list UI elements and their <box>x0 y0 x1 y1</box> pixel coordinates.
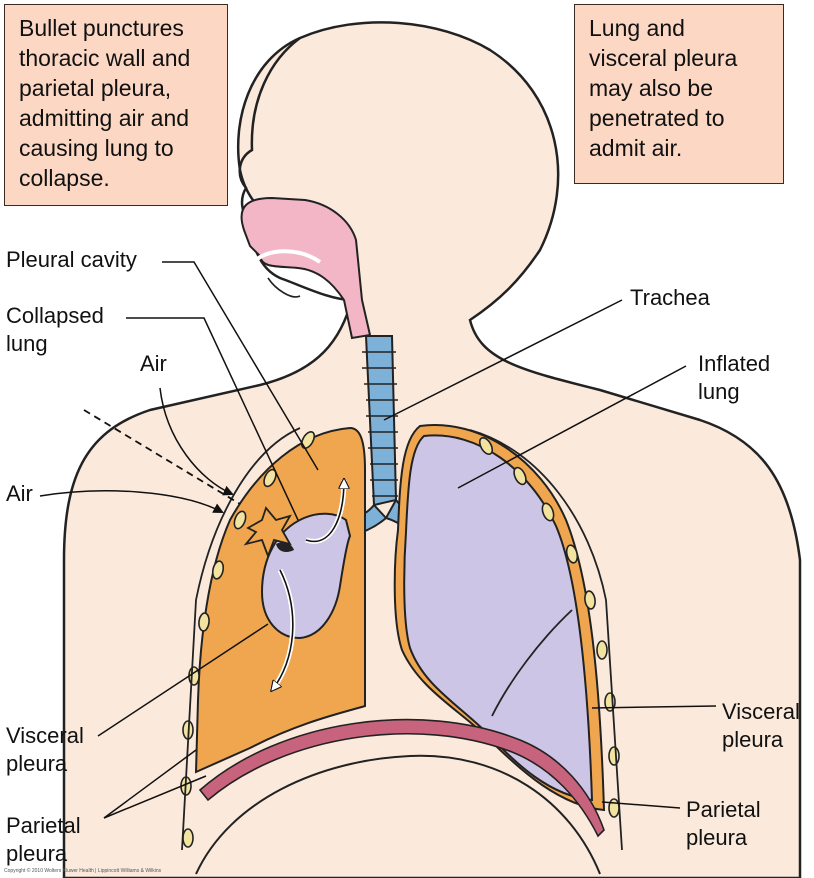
leader-collapsed-lung <box>126 317 299 521</box>
leader-lines <box>39 261 717 819</box>
callout-left-line-5: causing lung to <box>19 135 174 161</box>
leader-pleural-cavity <box>162 261 319 471</box>
leader-air-top <box>159 387 234 496</box>
palate-line <box>254 249 322 264</box>
leader-parietal-right <box>601 801 681 809</box>
callout-right-line-3: may also be <box>589 75 714 101</box>
label-parietal-pleura-right: Parietal pleura <box>686 797 761 850</box>
abdomen-line <box>195 754 601 875</box>
label-pleural-cavity: Pleural cavity <box>6 247 137 272</box>
leader-parietal-left-a <box>103 749 197 819</box>
callout-left-line-3: parietal pleura, <box>19 75 172 101</box>
leader-inflated-lung <box>457 365 687 489</box>
callout-right-line-4: penetrated to <box>589 105 725 131</box>
callout-left-line-4: admitting air and <box>19 105 190 131</box>
callout-left-line-6: collapse. <box>19 165 110 191</box>
diaphragm <box>198 718 605 838</box>
label-visceral-pleura-left: Visceral pleura <box>6 723 84 776</box>
leader-air-left <box>39 490 224 513</box>
air-arrow-up <box>305 480 344 543</box>
callout-right-line-5: admit air. <box>589 135 683 161</box>
face-profile <box>238 36 353 302</box>
label-trachea: Trachea <box>630 285 710 310</box>
label-collapsed-lung: Collapsed lung <box>6 303 104 356</box>
lung-fissure <box>491 609 573 717</box>
leader-visceral-left <box>97 623 269 737</box>
callout-left-line-1: Bullet punctures <box>19 15 184 41</box>
wound-opening <box>276 542 294 552</box>
leader-visceral-right <box>591 705 717 709</box>
bullet-wound <box>243 506 292 559</box>
label-parietal-pleura-left: Parietal pleura <box>6 813 81 866</box>
callout-right-line-2: visceral pleura <box>589 45 738 71</box>
label-inflated-lung: Inflated lung <box>698 351 771 404</box>
inflated-lung <box>403 434 594 802</box>
callout-lung-penetrated: Lung and visceral pleura may also be pen… <box>574 4 784 184</box>
bullet-path <box>83 409 241 505</box>
callout-bullet-punctures: Bullet punctures thoracic wall and parie… <box>4 4 228 206</box>
label-visceral-pleura-right: Visceral pleura <box>722 699 800 752</box>
callout-right-line-1: Lung and <box>589 15 685 41</box>
air-arrow-down <box>272 569 294 690</box>
copyright-credit: Copyright © 2010 Wolters Kluwer Health |… <box>4 868 162 874</box>
leader-trachea <box>383 299 623 421</box>
tongue-line <box>267 277 301 298</box>
chest-wall-right <box>469 429 623 851</box>
leader-parietal-left-b <box>103 775 207 819</box>
label-air-top: Air <box>140 351 167 376</box>
callout-left-line-2: thoracic wall and <box>19 45 191 71</box>
label-air-left: Air <box>6 481 33 506</box>
